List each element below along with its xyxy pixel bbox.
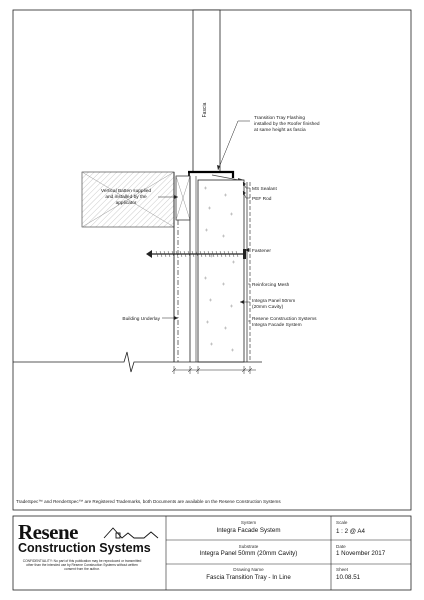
arrowhead [217, 165, 220, 170]
arrowhead [240, 300, 244, 304]
logo-house-icon [103, 527, 159, 539]
panel-aerated-pattern [204, 186, 235, 352]
substrate-value: Integra Panel 50mm (20mm Cavity) [199, 550, 298, 557]
label-ms-sealant: MS Sealant [252, 186, 277, 192]
logo-subtitle: Construction Systems [18, 541, 151, 555]
system-value: Integra Facade System [216, 527, 281, 534]
confidentiality-note: CONFIDENTIALITY: No part of this publica… [22, 559, 142, 571]
arrowhead [174, 195, 178, 199]
leader-transition-tray [217, 120, 250, 171]
arrowhead [245, 248, 249, 252]
sheet-label: Sheet [336, 567, 349, 572]
batten-cross [81, 171, 175, 228]
label-fastener: Fastener [252, 248, 271, 254]
dimension-line [171, 366, 256, 374]
fastener-screw [146, 249, 246, 259]
system-label: System [240, 520, 257, 525]
date-label: Date [336, 544, 346, 549]
arrowhead [243, 182, 246, 186]
drawing-name-label: Drawing Name [233, 567, 264, 572]
batten-strip-cross [175, 175, 191, 221]
label-integra-panel: Integra Panel 50mm(20mm Cavity) [252, 298, 295, 310]
integra-panel [197, 179, 245, 363]
label-reinforcing-mesh: Reinforcing Mesh [252, 282, 290, 288]
logo-wordmark: Resene [18, 520, 78, 544]
scale-value: 1 : 2 @ A4 [336, 528, 365, 535]
arrowhead [174, 316, 178, 320]
label-pef-rod: PEF Rod [252, 196, 272, 202]
transition-tray-flashing [188, 170, 235, 178]
sheet-value: 10.08.51 [336, 574, 361, 581]
label-building-underlay: Building Underlay [122, 316, 160, 322]
date-value: 1 November 2017 [336, 550, 386, 557]
drawing-name-value: Fascia Transition Tray - In Line [206, 574, 291, 581]
label-fascia: Fascia [202, 102, 208, 117]
section-break-line [13, 351, 262, 373]
substrate-label: Substrate [238, 544, 259, 549]
scale-label: Scale [336, 520, 348, 525]
trademark-note: TradeSpec™ and RenderSpec™ are Registere… [16, 499, 281, 504]
title-block-frame [12, 515, 412, 591]
arrowhead [243, 191, 246, 195]
fascia-board [192, 9, 221, 173]
